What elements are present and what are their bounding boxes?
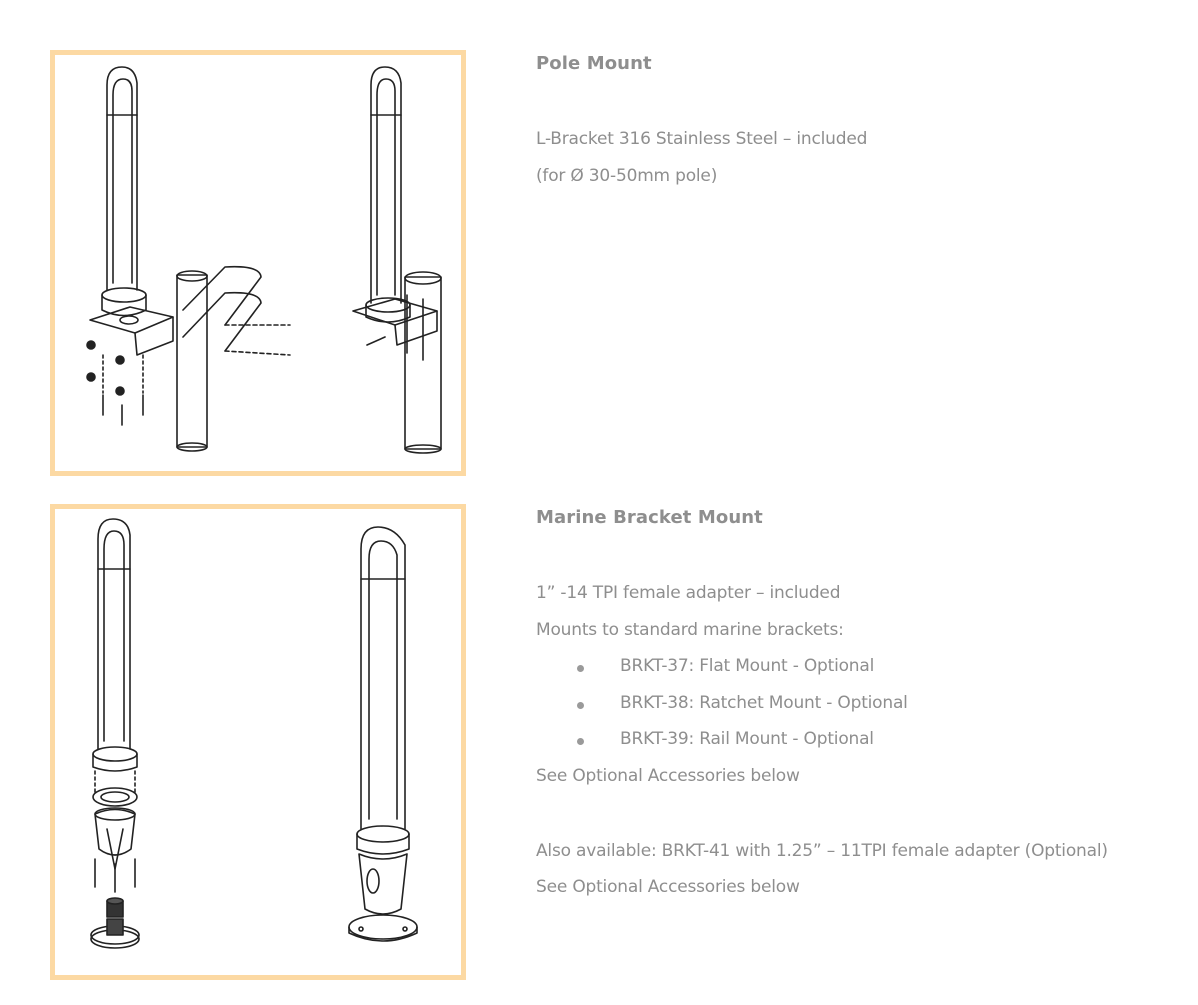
marine-mount-line-1: 1” -14 TPI female adapter – included [536,583,841,603]
pole-mount-image-frame [50,50,466,476]
marine-mount-line-2: Mounts to standard marine brackets: [536,620,844,640]
list-bullet [577,665,584,672]
pole-mount-line-1: L-Bracket 316 Stainless Steel – included [536,129,868,149]
see-accessories-note-1: See Optional Accessories below [536,766,800,786]
also-available-note: Also available: BRKT-41 with 1.25” – 11T… [536,841,1108,861]
bracket-list-item: BRKT-38: Ratchet Mount - Optional [620,693,908,713]
pole-mount-title: Pole Mount [536,53,652,74]
see-accessories-note-2: See Optional Accessories below [536,877,800,897]
marine-mount-assembled-view [348,526,418,942]
list-bullet [577,702,584,709]
bracket-list-item: BRKT-37: Flat Mount - Optional [620,656,875,676]
list-bullet [577,738,584,745]
pole-mount-assembled-view [352,66,442,454]
bracket-list-item: BRKT-39: Rail Mount - Optional [620,729,874,749]
pole-mount-line-2: (for Ø 30-50mm pole) [536,166,718,186]
marine-mount-image-frame [50,504,466,980]
pole-mount-illustration [86,66,442,454]
pole-mount-exploded-view [86,66,291,452]
marine-mount-illustration [90,518,418,949]
marine-mount-exploded-view [90,518,140,949]
marine-mount-title: Marine Bracket Mount [536,507,763,528]
